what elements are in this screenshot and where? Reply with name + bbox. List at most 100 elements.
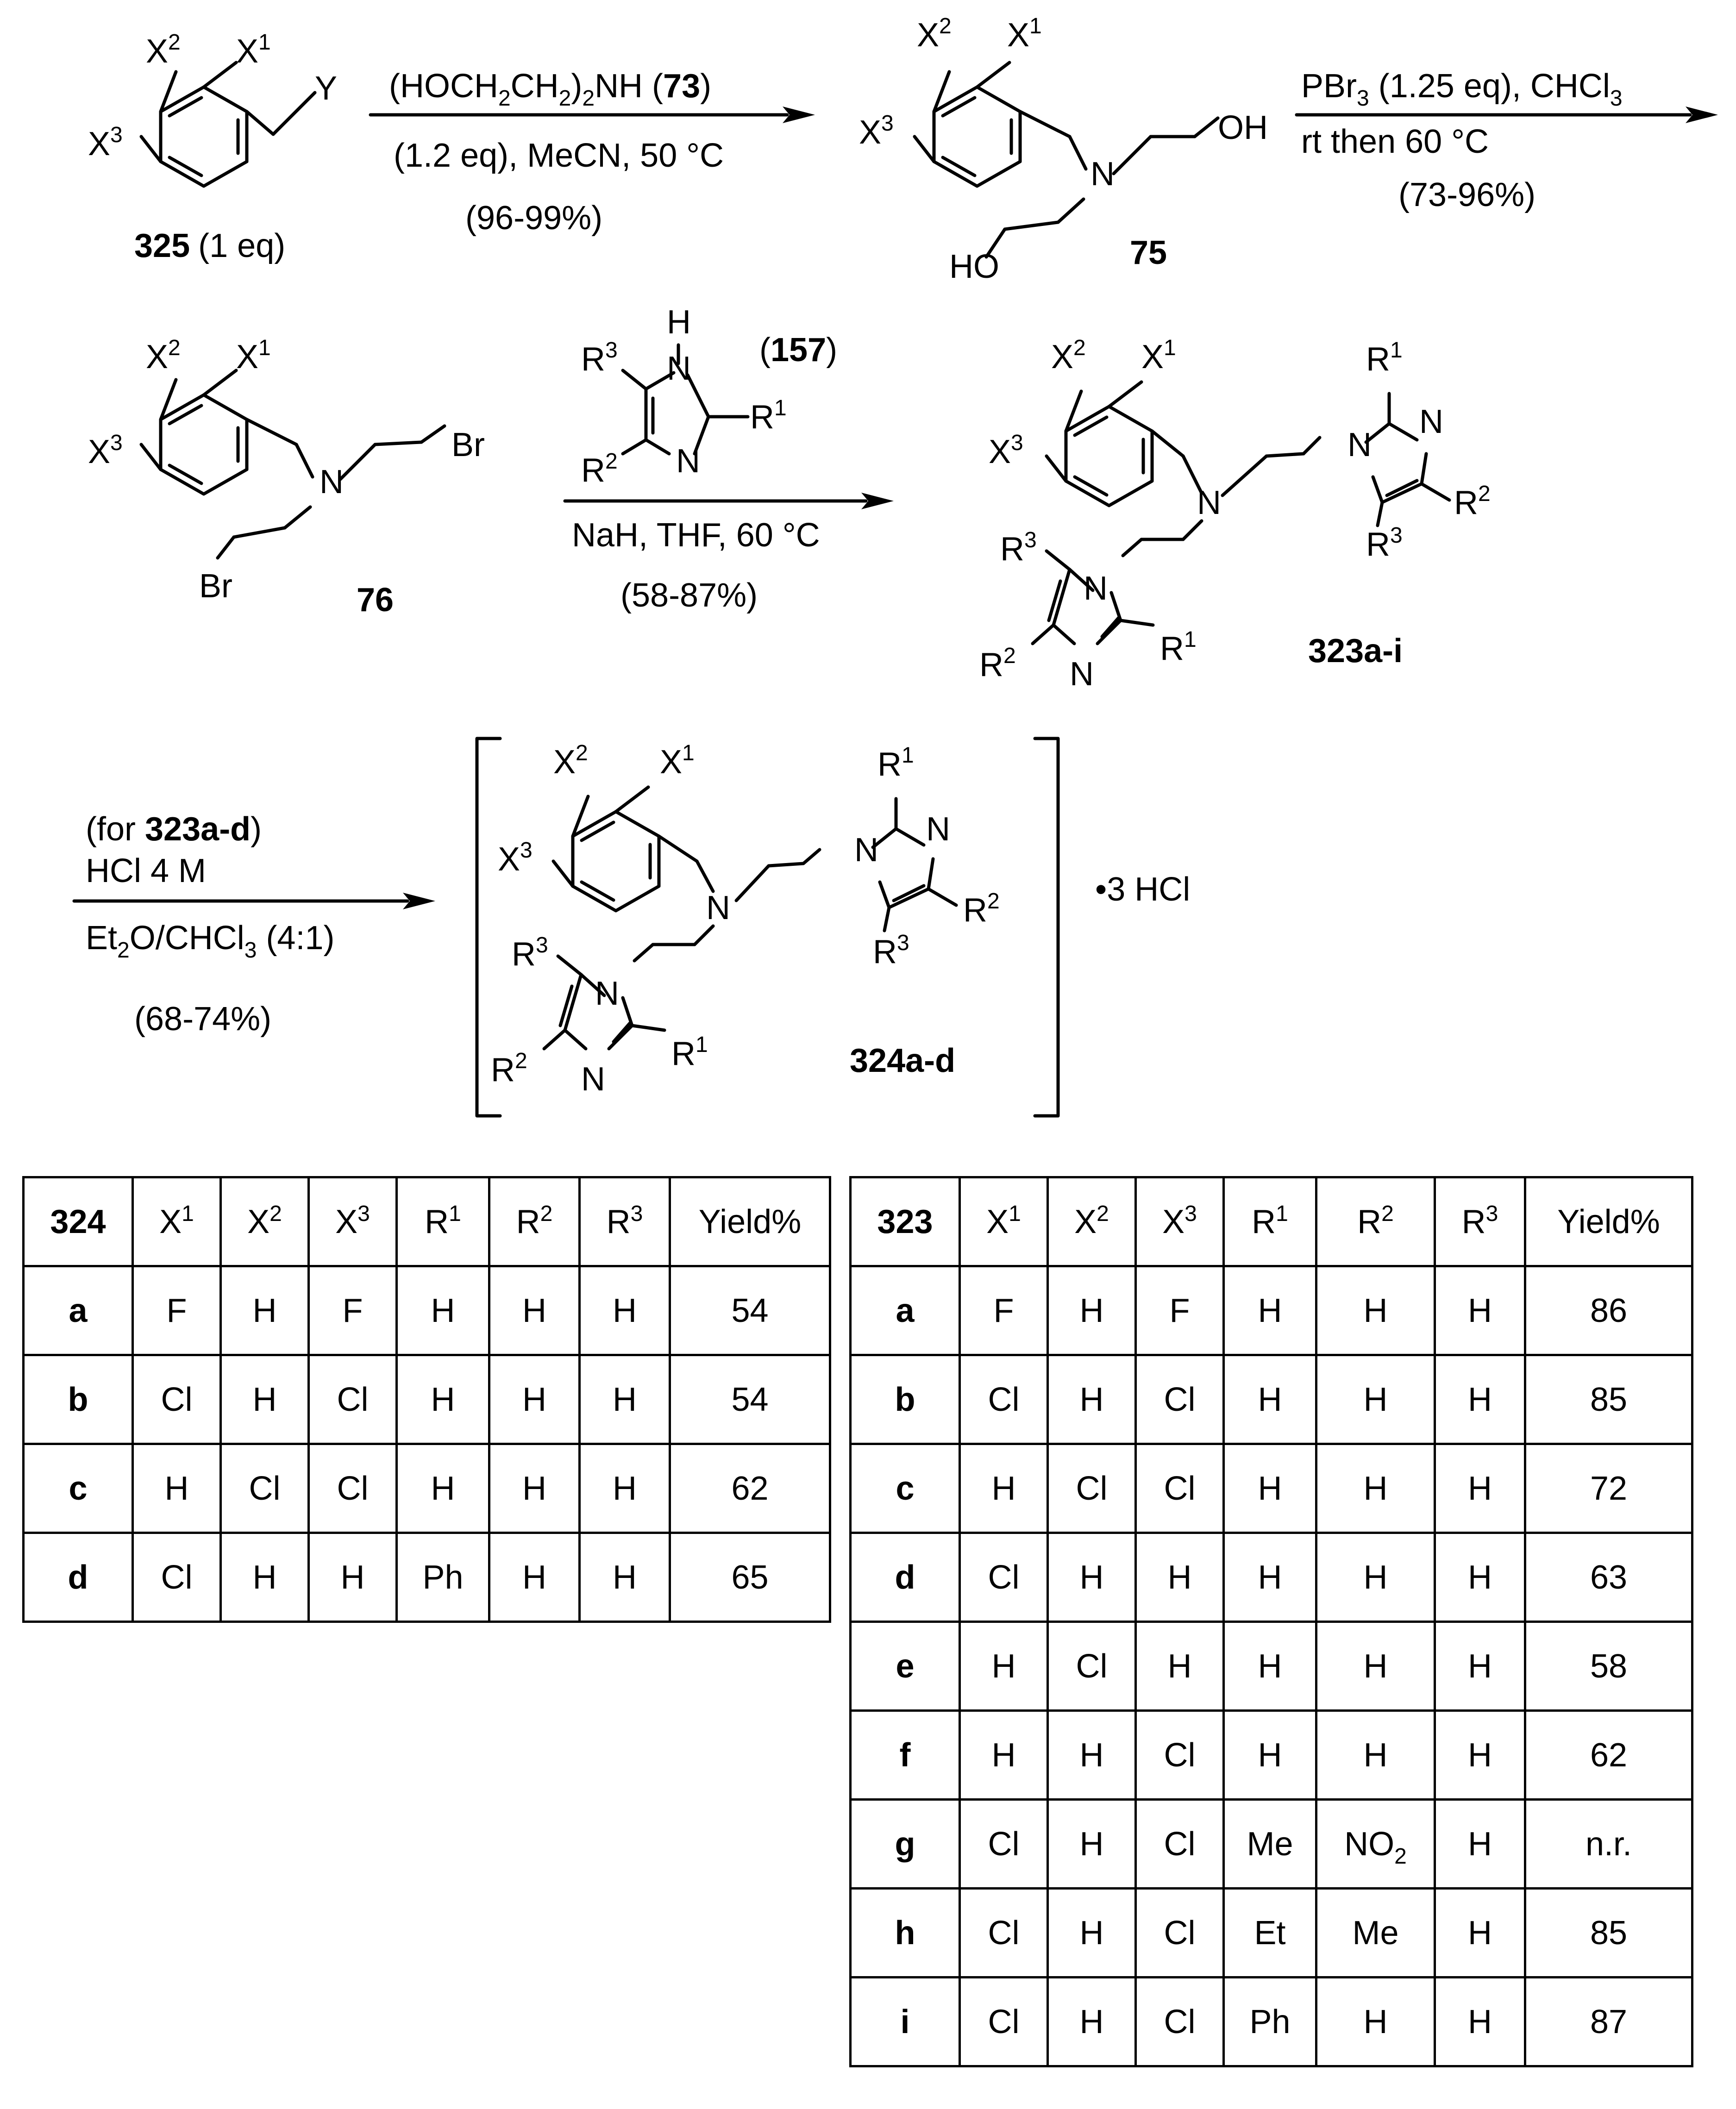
nitrogen-323-central: N xyxy=(1197,484,1221,521)
imidazole-bottom-323 xyxy=(1031,549,1155,645)
nitrogen-324-central: N xyxy=(706,889,730,926)
table-cell: H xyxy=(1222,1621,1317,1712)
label-x3-76: X3 xyxy=(88,431,123,470)
table-cell: Cl xyxy=(132,1354,222,1445)
table-cell: Cl xyxy=(219,1443,310,1534)
label-r1-324-bottom: R1 xyxy=(671,1033,708,1072)
table-cell: g xyxy=(849,1798,961,1890)
table-cell: a xyxy=(849,1265,961,1356)
table-cell: F xyxy=(959,1265,1049,1356)
table-cell: H xyxy=(578,1354,671,1445)
table-cell: H xyxy=(1222,1354,1317,1445)
table-header-cell: R3 xyxy=(578,1176,671,1267)
label-x1-75: X1 xyxy=(1007,14,1042,54)
table-header-cell: 323 xyxy=(849,1176,961,1267)
table-cell: 87 xyxy=(1524,1976,1693,2067)
step2-yield: (73-96%) xyxy=(1398,176,1535,213)
table-cell: c xyxy=(22,1443,134,1534)
label-r3-324-right: R3 xyxy=(873,931,909,970)
table-cell: Cl xyxy=(1134,1443,1225,1534)
n-157-top: N xyxy=(667,350,691,387)
imidazole-157-structure xyxy=(621,343,750,456)
table-cell: Cl xyxy=(959,1354,1049,1445)
table-header-cell: R1 xyxy=(1222,1176,1317,1267)
step4-line1: (for 323a-d) xyxy=(86,811,262,848)
table-cell: Cl xyxy=(1134,1354,1225,1445)
table-cell: Cl xyxy=(959,1798,1049,1890)
compound-325-structure xyxy=(139,61,317,186)
table-cell: H xyxy=(488,1443,581,1534)
step1-reagent-line1: (HOCH2CH2)2NH (73) xyxy=(389,68,711,111)
table-cell: H xyxy=(395,1354,490,1445)
table-cell: H xyxy=(395,1265,490,1356)
table-cell: Me xyxy=(1315,1887,1436,1978)
table-header-cell: R1 xyxy=(395,1176,490,1267)
compound-324-structure xyxy=(552,785,821,963)
table-cell: F xyxy=(132,1265,222,1356)
table-header-cell: X3 xyxy=(307,1176,398,1267)
table-cell: Cl xyxy=(1047,1443,1137,1534)
table-cell: Cl xyxy=(1134,1976,1225,2067)
table-cell: Me xyxy=(1222,1798,1317,1890)
table-cell: H xyxy=(1434,1709,1526,1801)
n-157-bottom: N xyxy=(676,443,700,480)
table-cell: Ph xyxy=(395,1532,490,1623)
h-157: H xyxy=(667,304,691,341)
arrowhead-step-2 xyxy=(1686,106,1718,123)
table-cell: H xyxy=(1434,1798,1526,1890)
table-cell: H xyxy=(488,1532,581,1623)
table-cell: H xyxy=(1047,1354,1137,1445)
table-cell: h xyxy=(849,1887,961,1978)
label-r2-157: R2 xyxy=(581,449,618,489)
label-x3-325: X3 xyxy=(88,123,123,163)
br-76-top: Br xyxy=(451,426,485,463)
label-x1-323: X1 xyxy=(1141,336,1176,375)
table-cell: Cl xyxy=(307,1443,398,1534)
label-x2-325: X2 xyxy=(146,30,181,70)
table-header-cell: Yield% xyxy=(1524,1176,1693,1267)
label-r2-324-bottom: R2 xyxy=(491,1049,527,1089)
table-cell: H xyxy=(1222,1709,1317,1801)
table-cell: Cl xyxy=(1134,1887,1225,1978)
table-cell: 58 xyxy=(1524,1621,1693,1712)
table-cell: NO2 xyxy=(1315,1798,1436,1890)
table-cell: H xyxy=(1315,1354,1436,1445)
table-cell: b xyxy=(849,1354,961,1445)
label-r3-324-bottom: R3 xyxy=(512,933,548,973)
label-x1-324: X1 xyxy=(660,741,695,781)
table-cell: H xyxy=(1222,1265,1317,1356)
table-cell: 62 xyxy=(1524,1709,1693,1801)
label-x2-76: X2 xyxy=(146,336,181,375)
bracket-right xyxy=(1033,737,1060,1118)
step3-conditions: NaH, THF, 60 °C xyxy=(572,517,820,554)
step2-conditions: rt then 60 °C xyxy=(1301,123,1489,160)
table-cell: H xyxy=(1047,1887,1137,1978)
table-cell: F xyxy=(307,1265,398,1356)
table-cell: H xyxy=(1047,1265,1137,1356)
table-cell: H xyxy=(132,1443,222,1534)
table-cell: 54 xyxy=(669,1265,831,1356)
reaction-scheme: X2 X1 X3 Y 325(1 eq) (HOCH2CH2)2NH (73) … xyxy=(72,14,1718,1118)
table-cell: H xyxy=(578,1443,671,1534)
table-cell: f xyxy=(849,1709,961,1801)
salt-label: •3 HCl xyxy=(1095,871,1190,908)
table-header-cell: X1 xyxy=(959,1176,1049,1267)
compound-76-label: 76 xyxy=(357,582,394,619)
n1-324-right: N xyxy=(854,832,878,869)
table-cell: H xyxy=(1315,1709,1436,1801)
table-cell: Cl xyxy=(132,1532,222,1623)
step1-conditions: (1.2 eq), MeCN, 50 °C xyxy=(394,137,724,174)
table-cell: c xyxy=(849,1443,961,1534)
table-header-cell: 324 xyxy=(22,1176,134,1267)
table-cell: H xyxy=(1315,1621,1436,1712)
step4-line3: Et2O/CHCl3 (4:1) xyxy=(86,920,334,963)
